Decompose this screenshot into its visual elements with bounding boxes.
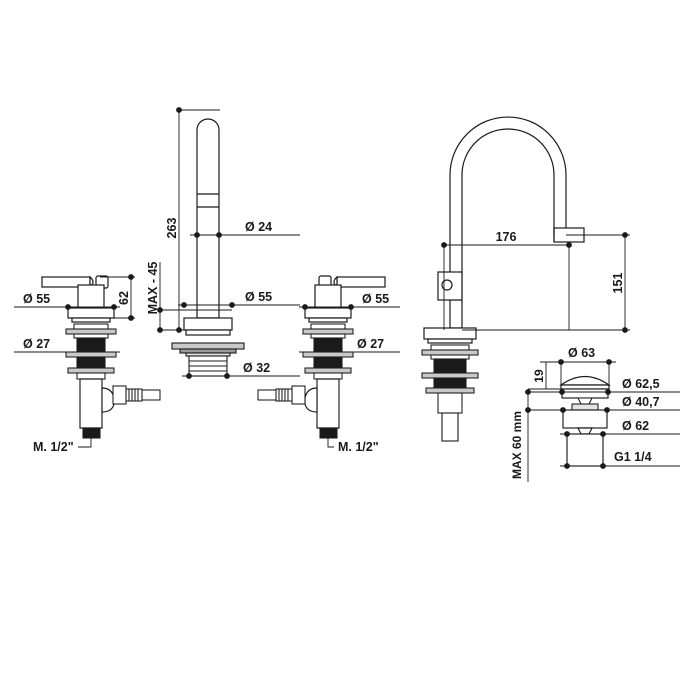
dim-point bbox=[229, 302, 235, 308]
left-escutcheon bbox=[67, 307, 115, 323]
gooseneck-flange bbox=[423, 327, 477, 344]
spout-body bbox=[196, 118, 220, 319]
dim-point bbox=[65, 304, 71, 310]
drain-threaded-tail bbox=[566, 433, 604, 467]
gooseneck-spout-view: 176 151 bbox=[421, 116, 630, 442]
dimension-label-dia-62: Ø 62 bbox=[622, 419, 649, 433]
dimension-label-263: 263 bbox=[165, 218, 179, 239]
left-inlet-connector bbox=[112, 385, 161, 405]
dimension-label-m12-left: M. 1/2" bbox=[33, 440, 74, 454]
dimension-176 bbox=[443, 242, 570, 330]
dim-point bbox=[606, 359, 612, 365]
dimension-label-dia-40-7: Ø 40,7 bbox=[622, 395, 660, 409]
leader-m12-left bbox=[78, 438, 92, 448]
dim-point bbox=[186, 373, 192, 379]
dim-point bbox=[559, 389, 565, 395]
dim-point bbox=[302, 304, 308, 310]
dim-point bbox=[600, 463, 606, 469]
dim-point bbox=[128, 274, 134, 280]
dimension-label-max-45: MAX - 45 bbox=[146, 262, 160, 315]
left-male-thread bbox=[82, 427, 101, 439]
right-inlet-connector bbox=[257, 385, 306, 405]
spout-threaded-shank bbox=[188, 355, 228, 377]
dim-point bbox=[566, 242, 572, 248]
spout-collar-bands bbox=[197, 193, 219, 208]
gooseneck-mount-stack bbox=[421, 344, 479, 414]
dim-point bbox=[216, 232, 222, 238]
right-handle-view: Ø 55 Ø 27 M. 1/2" bbox=[257, 275, 400, 454]
dim-point bbox=[622, 327, 628, 333]
dim-point bbox=[176, 107, 182, 113]
right-valve-stack bbox=[302, 323, 354, 380]
left-handle-view: Ø 55 Ø 27 62 M. 1/2" bbox=[14, 274, 161, 454]
dimension-label-max-60: MAX 60 mm bbox=[510, 411, 524, 479]
dim-point bbox=[605, 389, 611, 395]
gooseneck-body bbox=[449, 116, 567, 300]
left-valve-lower-body bbox=[79, 378, 115, 429]
dim-point bbox=[622, 232, 628, 238]
dimension-label-dia-55-left: Ø 55 bbox=[23, 292, 50, 306]
dim-point bbox=[157, 327, 163, 333]
dimension-max-45 bbox=[159, 262, 232, 331]
spout-washer-stack bbox=[171, 342, 245, 357]
set-screw-icon bbox=[441, 279, 453, 291]
right-male-thread bbox=[319, 427, 338, 439]
gooseneck-base-column bbox=[437, 271, 463, 329]
right-handle-hub bbox=[314, 284, 342, 309]
left-valve-stack bbox=[65, 323, 117, 380]
dimension-label-dia-27-right: Ø 27 bbox=[357, 337, 384, 351]
right-escutcheon bbox=[304, 307, 352, 323]
dim-point bbox=[600, 431, 606, 437]
dim-point bbox=[181, 302, 187, 308]
spout-base-flange bbox=[183, 317, 233, 336]
dimension-label-dia-27-left: Ø 27 bbox=[23, 337, 50, 351]
dim-point bbox=[224, 373, 230, 379]
dimension-label-176: 176 bbox=[496, 230, 517, 244]
drain-waste-view: Ø 63 19 Ø 62,5 Ø 40,7 Ø 62 bbox=[510, 346, 680, 482]
dim-point bbox=[564, 463, 570, 469]
leader-m12-right bbox=[327, 438, 334, 448]
dim-point bbox=[348, 304, 354, 310]
drain-mid-body bbox=[562, 409, 608, 435]
dimension-label-dia-55-right: Ø 55 bbox=[362, 292, 389, 306]
dim-point bbox=[128, 315, 134, 321]
drain-seat-detail bbox=[571, 397, 599, 411]
gooseneck-tailpiece bbox=[441, 412, 459, 442]
dimension-label-dia-62-5: Ø 62,5 bbox=[622, 377, 660, 391]
dim-point bbox=[194, 232, 200, 238]
dim-point bbox=[604, 407, 610, 413]
dimension-19 bbox=[528, 361, 562, 390]
left-handle-hub bbox=[77, 284, 105, 309]
dimension-label-dia-63: Ø 63 bbox=[568, 346, 595, 360]
dimension-label-62: 62 bbox=[117, 291, 131, 305]
dim-point bbox=[560, 407, 566, 413]
dimension-151 bbox=[462, 234, 630, 331]
drain-dome-cap bbox=[559, 375, 611, 390]
drain-upper-flange bbox=[561, 388, 609, 399]
right-valve-lower-body bbox=[304, 378, 340, 429]
dimension-label-dia-55-spout: Ø 55 bbox=[245, 290, 272, 304]
dim-point bbox=[564, 431, 570, 437]
dimension-dia-63 bbox=[556, 361, 616, 386]
dimension-label-151: 151 bbox=[611, 273, 625, 294]
dimension-label-dia-32: Ø 32 bbox=[243, 361, 270, 375]
straight-spout-view: 263 MAX - 45 Ø 24 Ø 55 Ø 32 bbox=[146, 107, 300, 379]
dimension-label-19: 19 bbox=[532, 369, 546, 383]
dim-point bbox=[441, 242, 447, 248]
dimension-label-dia-24: Ø 24 bbox=[245, 220, 272, 234]
dimension-label-g1-1-4: G1 1/4 bbox=[614, 450, 652, 464]
dimension-label-m12-right: M. 1/2" bbox=[338, 440, 379, 454]
